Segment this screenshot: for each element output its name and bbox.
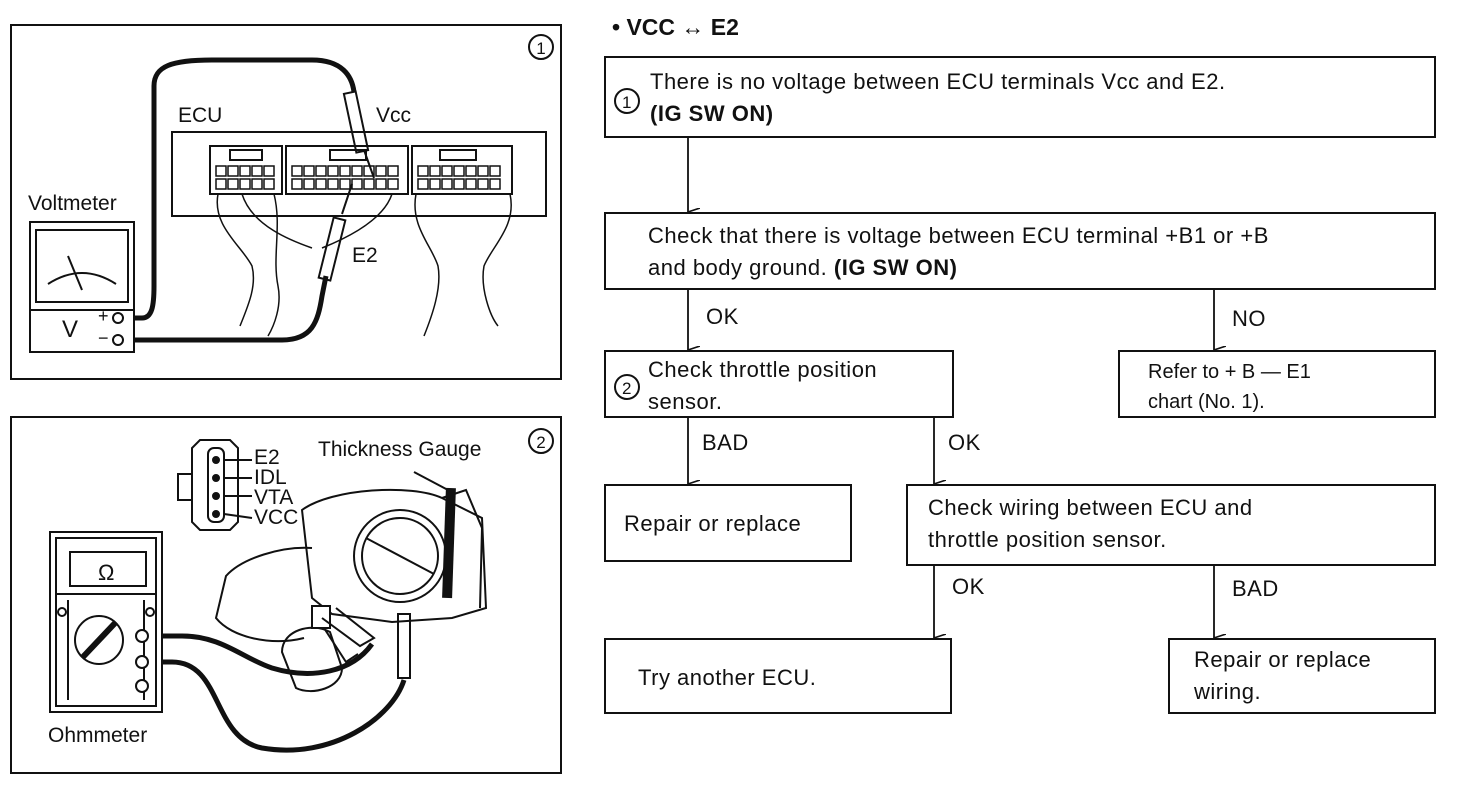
- edge-label-ok: OK: [952, 574, 985, 599]
- ohmmeter-lead-2: [142, 659, 407, 753]
- thickness-gauge-label: Thickness Gauge: [318, 438, 482, 461]
- step-text-line-1: Refer to + B — E1: [1148, 361, 1311, 383]
- voltmeter-label: Voltmeter: [28, 192, 117, 215]
- positive-terminal-label: +: [98, 306, 109, 326]
- step-number-badge: 2: [614, 374, 640, 400]
- negative-terminal-label: −: [98, 328, 109, 348]
- step-text-line-1: Try another ECU.: [638, 665, 817, 690]
- negative-test-lead: [120, 275, 329, 343]
- step-text-line-2: throttle position sensor.: [928, 527, 1167, 552]
- voltmeter: [29, 221, 135, 353]
- edge-label-ok: OK: [706, 304, 739, 329]
- flowchart-title: • VCC ↔ E2: [612, 14, 739, 40]
- edge-label-ok: OK: [948, 430, 981, 455]
- edge-label-bad: BAD: [702, 430, 749, 455]
- wire-harness: [216, 193, 512, 337]
- step-box-check-wiring: Check wiring between ECU and throttle po…: [906, 484, 1436, 566]
- illustration-panel-1: 1 ECU Vcc E2 Voltmeter V + −: [10, 24, 562, 380]
- step-text-line-2: chart (No. 1).: [1148, 391, 1265, 413]
- thickness-gauge: [413, 471, 456, 599]
- tps-connector: [177, 439, 253, 531]
- voltmeter-ecu-illustration: [29, 57, 547, 353]
- step-number-badge: 1: [614, 88, 640, 114]
- step-box-repair-wiring: Repair or replace wiring.: [1168, 638, 1436, 714]
- illustration-panel-2: 2 Thickness Gauge E2 IDL VTA VCC Ω Ohmme…: [10, 416, 562, 774]
- step-text-line-2: (IG SW ON): [650, 101, 774, 126]
- edge-label-bad: BAD: [1232, 576, 1279, 601]
- sensor-probes: [311, 605, 411, 679]
- positive-test-lead: [120, 57, 357, 321]
- volt-unit-label: V: [62, 316, 79, 343]
- step-text-line-1: Repair or replace: [1194, 647, 1372, 672]
- step-box-check-b-voltage: Check that there is voltage between ECU …: [604, 212, 1436, 290]
- step-text-line-2: sensor.: [648, 389, 723, 414]
- ecu-connector-right: [411, 145, 513, 195]
- panel-number-badge: 1: [528, 34, 554, 60]
- step-text-line-1: Repair or replace: [624, 511, 802, 536]
- ecu-connector-left: [209, 145, 283, 195]
- step-box-try-another-ecu: Try another ECU.: [604, 638, 952, 714]
- step-box-check-tps: 2 Check throttle position sensor.: [604, 350, 954, 418]
- vcc-pin-label: VCC: [254, 506, 299, 529]
- step-text-line-1: Check throttle position: [648, 357, 878, 382]
- step-box-repair-replace: Repair or replace: [604, 484, 852, 562]
- ecu-housing: [171, 131, 547, 217]
- ohmmeter-throttle-sensor-illustration: [49, 439, 488, 753]
- idl-pin-label: IDL: [254, 466, 287, 489]
- vcc-terminal-label: Vcc: [376, 104, 412, 127]
- step-text-line-2: wiring.: [1194, 679, 1262, 704]
- vcc-probe: [342, 90, 375, 179]
- step-box-no-voltage: 1 There is no voltage between ECU termin…: [604, 56, 1436, 138]
- ohmmeter: [49, 531, 163, 713]
- step-text-line-1: Check that there is voltage between ECU …: [648, 223, 1269, 248]
- ecu-connector-middle: [285, 145, 409, 195]
- e2-terminal-label: E2: [352, 244, 378, 267]
- edge-label-no: NO: [1232, 306, 1266, 331]
- ohmmeter-label: Ohmmeter: [48, 724, 148, 747]
- e2-pin-label: E2: [254, 446, 280, 469]
- ecu-label: ECU: [178, 104, 223, 127]
- step-text-line-1: Check wiring between ECU and: [928, 495, 1253, 520]
- step-text-line-2: and body ground. (IG SW ON): [648, 255, 958, 280]
- ohmmeter-lead-1: [142, 633, 375, 676]
- ohm-symbol: Ω: [98, 560, 115, 585]
- step-text-line-1: There is no voltage between ECU terminal…: [650, 69, 1226, 94]
- vta-pin-label: VTA: [254, 486, 294, 509]
- step-box-refer-chart: Refer to + B — E1 chart (No. 1).: [1118, 350, 1436, 418]
- panel-number-badge: 2: [528, 428, 554, 454]
